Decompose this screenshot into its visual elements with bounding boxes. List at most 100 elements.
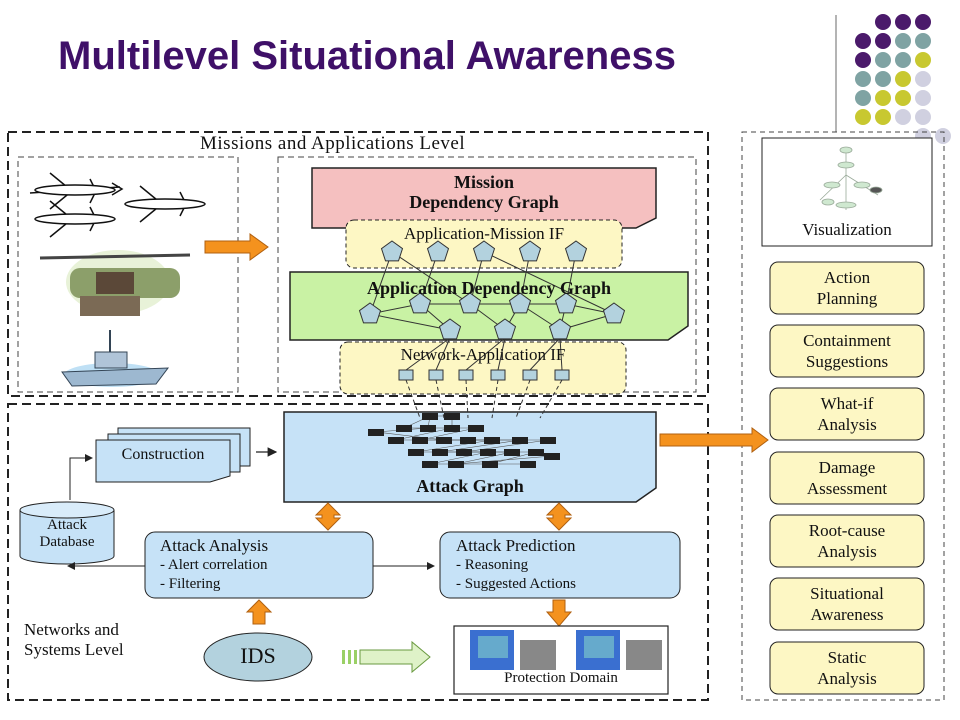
right-panel-box [741,131,945,701]
visualization-box [761,137,933,247]
network-node [554,369,570,381]
ship-icon [61,330,170,387]
graph-node [380,240,404,262]
right-panel-item [769,324,925,378]
graph-node [438,318,462,340]
ids-ellipse [203,632,313,682]
graph-node [426,240,450,262]
missions-level-label: Missions and Applications Level [200,133,466,154]
striped-green-arrow [342,640,431,674]
decor-dot [915,90,931,106]
attack-node [368,429,384,436]
attack-node [422,461,438,468]
network-node [398,369,414,381]
attack-analysis-title: Attack Analysis [160,536,269,555]
decor-dot [895,52,911,68]
attack-node [520,461,536,468]
network-app-if-label: Network-Application IF [400,345,566,364]
ids-label: IDS [240,643,276,668]
decor-dot [875,33,891,49]
attack-node [480,449,496,456]
decor-dot [895,33,911,49]
decor-dot [895,109,911,125]
network-application-if [339,341,627,395]
decor-dot [855,109,871,125]
network-node [458,369,474,381]
graph-node [493,318,517,340]
mission-dependency-graph [311,167,657,229]
visualization-thumbnail [819,146,883,210]
attack-node [544,453,560,460]
right-panel-item-label: What-if Analysis [817,394,877,434]
attack-prediction-item: - Suggested Actions [456,576,576,592]
attack-node [420,425,436,432]
graph-prediction-double-arrow [545,502,573,531]
attack-node [432,449,448,456]
attack-node [460,437,476,444]
decor-dot [915,33,931,49]
decor-dot [875,14,891,30]
attack-node [444,413,460,420]
right-panel-item-label: Static Analysis [817,648,877,688]
attack-graph-to-panel-arrow [659,427,769,453]
attack-node [408,449,424,456]
ids-up-arrow [245,599,273,625]
graph-nodes [358,240,626,340]
attack-analysis-item: - Filtering [160,576,221,592]
right-panel-item [769,641,925,695]
decor-dot [855,33,871,49]
prediction-down-arrow [545,599,573,627]
application-dependency-graph [289,271,689,341]
network-node [428,369,444,381]
right-panel-item [769,387,925,441]
attack-node [540,437,556,444]
attack-node [528,449,544,456]
attack-node [412,437,428,444]
graph-node [554,292,578,314]
attack-node [512,437,528,444]
decorative-dots [835,14,951,144]
protection-domain-label: Protection Domain [504,670,618,686]
networks-level-label: Networks and Systems Level [24,620,124,659]
graph-node [508,292,532,314]
graph-node [358,302,382,324]
decor-dot [895,90,911,106]
attack-node [456,449,472,456]
attack-graph-label: Attack Graph [416,476,524,496]
app-dependency-graph-label: Application Dependency Graph [366,278,612,298]
decor-dot [895,71,911,87]
network-node [490,369,506,381]
decor-dot [855,90,871,106]
decor-dot [875,90,891,106]
graph-node [548,318,572,340]
decor-dot [875,52,891,68]
graph-node [564,240,588,262]
app-mission-if-label: Application-Mission IF [403,224,565,243]
attack-analysis-item: - Alert correlation [160,557,268,573]
networks-level-box [7,403,709,701]
attack-node [422,413,438,420]
decor-dot [915,14,931,30]
graph-node [518,240,542,262]
attack-graph-nodes [368,413,560,468]
right-panel-item-label: Containment Suggestions [803,331,891,371]
graph-node [458,292,482,314]
page-title: Multilevel Situational Awareness [58,34,676,78]
decor-dot [875,109,891,125]
attack-prediction-box [439,531,681,599]
attack-prediction-title: Attack Prediction [456,536,576,555]
graph-node [602,302,626,324]
db-to-construction-arrow [69,454,93,500]
decor-dot [915,71,931,87]
visualization-label: Visualization [802,220,892,239]
right-panel-item [769,514,925,568]
decor-dot [915,109,931,125]
assets-box [17,156,239,393]
attack-node [484,437,500,444]
attack-node [436,437,452,444]
right-panel-item-label: Situational Awareness [810,584,884,624]
right-panel-item-label: Damage Assessment [806,458,888,498]
right-panel-item [769,261,925,315]
attack-analysis-box [144,531,374,599]
